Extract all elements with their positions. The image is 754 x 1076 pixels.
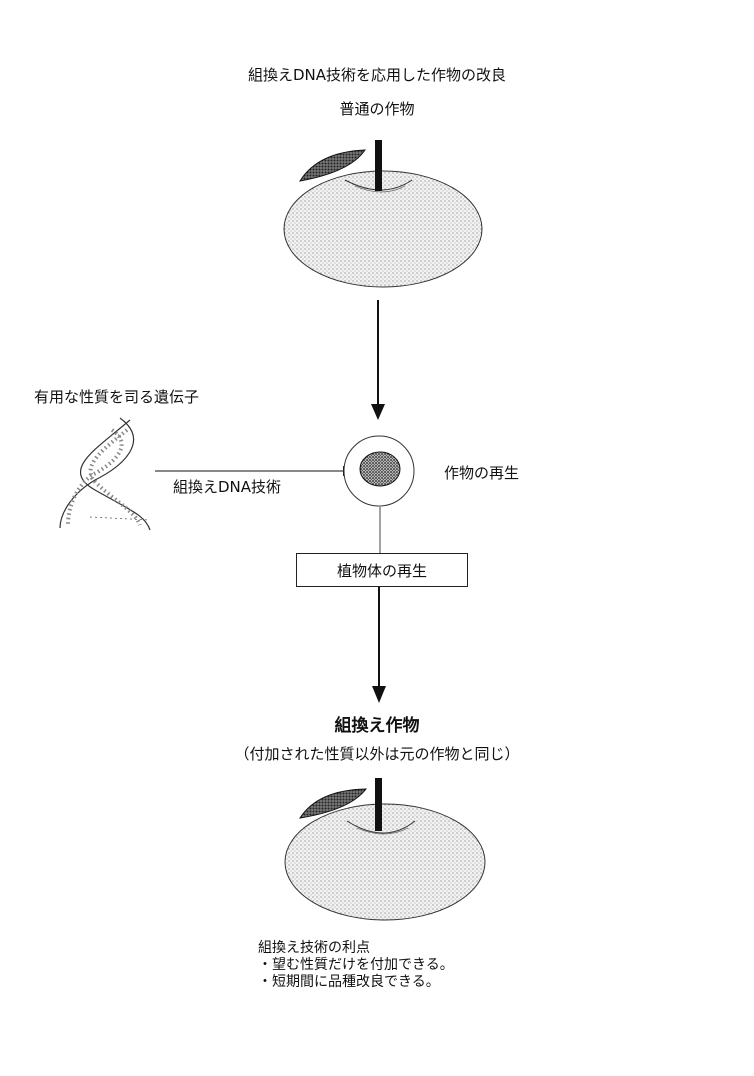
gene-label: 有用な性質を司る遺伝子 xyxy=(34,388,200,406)
diagram-title: 組換えDNA技術を応用した作物の改良 xyxy=(247,66,507,84)
leaf-bottom xyxy=(298,788,368,819)
benefit-item: ・望む性質だけを付加できる。 xyxy=(258,957,454,973)
technique-label: 組換えDNA技術 xyxy=(173,478,282,496)
ordinary-crop-label: 普通の作物 xyxy=(339,100,415,118)
benefits-heading: 組換え技術の利点 xyxy=(258,940,370,956)
benefit-item: ・短期間に品種改良できる。 xyxy=(258,974,440,990)
result-title: 組換え作物 xyxy=(334,716,420,736)
benefits-block: 組換え技術の利点 ・望む性質だけを付加できる。 ・短期間に品種改良できる。 xyxy=(258,940,454,991)
dna-helix-icon xyxy=(59,417,151,531)
crop-apple-top xyxy=(283,140,483,288)
result-note: （付加された性質以外は元の作物と同じ） xyxy=(234,745,520,763)
stem-bottom xyxy=(375,778,382,831)
crop-apple-bottom xyxy=(284,778,486,921)
plant-regeneration-label: 植物体の再生 xyxy=(336,561,427,580)
arrow-down-2 xyxy=(372,587,386,703)
cell-icon xyxy=(343,435,415,507)
leaf-top xyxy=(298,149,366,182)
arrow-down-1 xyxy=(371,300,385,420)
stem-top xyxy=(375,140,382,191)
apple-body-top xyxy=(283,170,483,288)
plant-regeneration-box: 植物体の再生 xyxy=(296,553,468,587)
arrow-technique xyxy=(155,466,360,476)
regeneration-label: 作物の再生 xyxy=(444,464,520,482)
apple-body-bottom xyxy=(284,803,486,921)
